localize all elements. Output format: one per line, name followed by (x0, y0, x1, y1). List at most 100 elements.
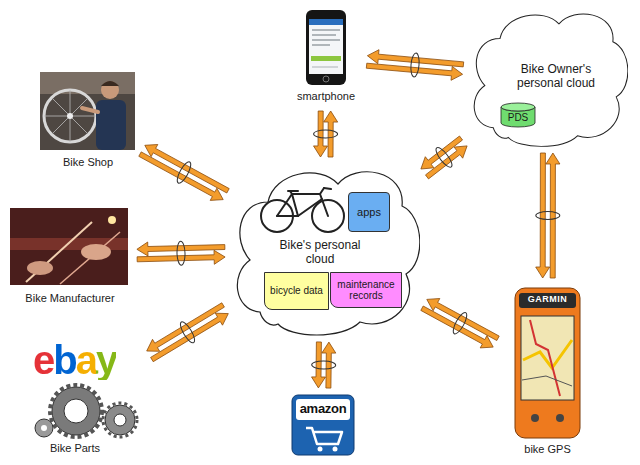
smartphone-picture (306, 10, 346, 85)
arrow-shaft (322, 342, 336, 388)
drawing-part (67, 113, 73, 119)
drawing-part (290, 191, 292, 194)
node-label: PDS (506, 106, 531, 124)
node-label: amazon (290, 401, 356, 417)
bike-parts-node: ebayBike Parts (5, 340, 145, 460)
connector-ring (410, 53, 420, 78)
node-label: smartphone (290, 90, 362, 103)
node-label: Bike Owner's personal cloud (506, 62, 606, 91)
node-label: Bike Shop (38, 156, 138, 169)
connector-ring (451, 311, 470, 336)
drawing-part (333, 447, 338, 452)
node-label: bike GPS (500, 443, 595, 456)
cloud-shape (474, 14, 628, 146)
node-label: bicycle data (268, 285, 325, 297)
drawing-part (306, 428, 342, 444)
drawing-part (312, 44, 330, 46)
drawing-part (318, 447, 323, 452)
arrow-shaft (314, 111, 328, 157)
double-arrow-connector (366, 50, 463, 81)
apps-box: apps (348, 192, 390, 232)
arrow-shaft (324, 111, 338, 157)
arrow-shaft (367, 50, 463, 67)
arrow-shaft (151, 313, 229, 362)
drawing-part (64, 399, 88, 423)
drawing-part (82, 108, 98, 112)
drawing-part (312, 29, 340, 31)
drawing-part (312, 39, 340, 41)
drawing-part (114, 414, 126, 426)
drawing-part (309, 19, 343, 25)
double-arrow-connector (421, 136, 467, 179)
drawing-part (522, 376, 572, 386)
double-arrow-connector (312, 342, 336, 388)
arrow-shaft (421, 306, 493, 348)
connector-ring (433, 145, 454, 169)
double-arrow-connector (536, 153, 560, 278)
drawing-part (108, 216, 116, 224)
drawing-part (312, 66, 338, 68)
drawing-part (10, 208, 128, 285)
drawing-part (277, 194, 292, 216)
arrow-shaft (137, 242, 225, 256)
drawing-part (501, 103, 535, 111)
bike-shop-node: Bike Shop (38, 70, 138, 170)
node-label: Bike Parts (5, 442, 145, 455)
drawing-part (312, 34, 336, 36)
gps-node: GARMIN bike GPS (500, 283, 595, 459)
drawing-part (519, 293, 576, 308)
drawing-part (309, 19, 343, 74)
drawing-part (52, 387, 100, 435)
arrow-shaft (139, 152, 223, 201)
arrow-shaft (147, 303, 225, 352)
drawing-part (523, 340, 572, 368)
double-arrow-connector (139, 145, 229, 201)
drawing-part (323, 76, 329, 82)
drawing-part (101, 81, 119, 99)
drawing-part (101, 81, 119, 86)
pds-cylinder: PDS (500, 102, 536, 128)
drawing-part (96, 100, 126, 150)
drawing-part (298, 199, 322, 216)
drawing-part (52, 98, 88, 134)
node-label: Bike's personal cloud (270, 238, 370, 267)
connector-ring (177, 241, 186, 265)
node-label: apps (355, 206, 383, 219)
arrow-shaft (426, 146, 468, 179)
drawing-part (40, 72, 135, 94)
cloud-shape (237, 172, 419, 335)
connector-ring (178, 320, 197, 345)
data-note: bicycle data (264, 272, 329, 310)
drawing-part (52, 98, 88, 134)
smartphone-node: smartphone (290, 8, 362, 106)
drawing-part (306, 10, 346, 85)
drawing-part (60, 232, 120, 284)
drawing-part (320, 194, 328, 216)
node-label: ebay (33, 340, 116, 380)
drawing-part (27, 261, 53, 275)
drawing-part (41, 425, 47, 431)
connector-ring (312, 361, 336, 369)
drawing-part (324, 188, 331, 189)
drawing-part (530, 320, 560, 396)
drawing-part (521, 316, 574, 400)
drawing-part (320, 188, 324, 194)
manufacturer-node: Bike Manufacturer (8, 206, 132, 306)
node-label: GARMIN (519, 294, 576, 305)
drawing-part (105, 405, 135, 435)
node-label: maintenance records (331, 279, 401, 302)
drawing-part (531, 414, 539, 422)
drawing-part (292, 194, 298, 216)
connector-ring (314, 130, 338, 138)
bicycle-picture (261, 188, 344, 232)
gps-device-picture (515, 288, 580, 438)
double-arrow-connector (314, 111, 338, 157)
records-note: maintenance records (330, 272, 402, 308)
double-arrow-connector (147, 303, 229, 362)
drawing-part (81, 244, 111, 260)
bike-parts-picture (35, 385, 137, 437)
drawing-part (292, 193, 320, 195)
drawing-part (44, 90, 96, 142)
arrow-shaft (546, 153, 560, 278)
